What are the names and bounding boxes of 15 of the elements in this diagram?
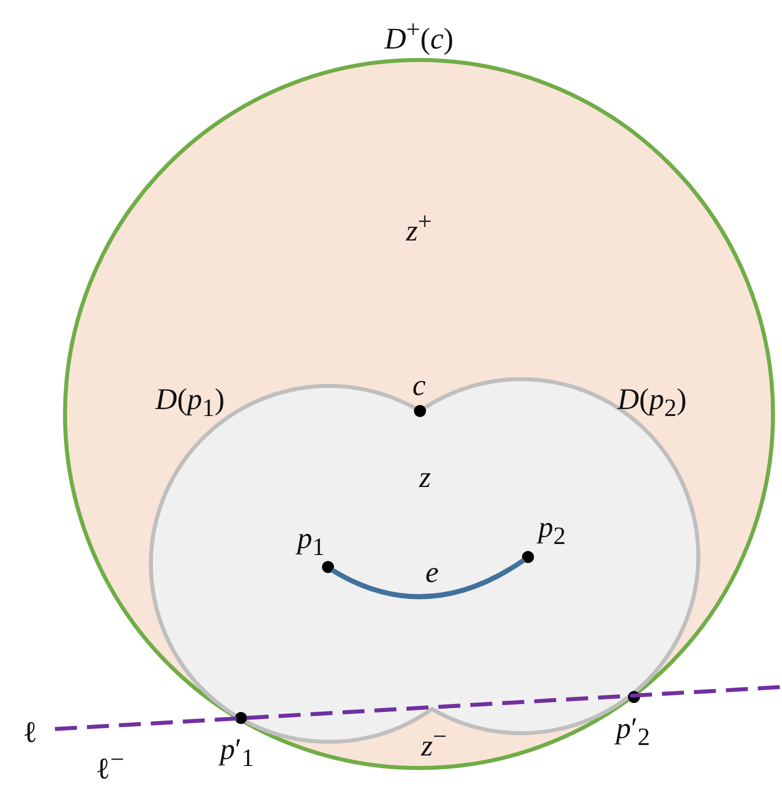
region-label: D$^{+}$(c) bbox=[384, 18, 454, 54]
region-label: z bbox=[419, 463, 431, 493]
point-label: c bbox=[412, 371, 426, 401]
point-label: p$_{1}$ bbox=[297, 524, 325, 560]
region-label: D(p$_{1}$) bbox=[155, 385, 225, 421]
region-label: D(p$_{2}$) bbox=[617, 385, 687, 421]
point-label: p$_{2}$ bbox=[538, 513, 566, 549]
edge-label: e bbox=[425, 558, 439, 588]
region-label: z$^{+}$ bbox=[406, 210, 432, 246]
line-label: ℓ bbox=[22, 718, 38, 748]
line-label: ℓ$^{−}$ bbox=[96, 748, 124, 784]
point-label: p′$_{1}$ bbox=[220, 735, 254, 771]
region-label: z$^{−}$ bbox=[421, 724, 447, 762]
arc-edge bbox=[330, 558, 526, 599]
point-label: p′$_{2}$ bbox=[616, 714, 650, 750]
